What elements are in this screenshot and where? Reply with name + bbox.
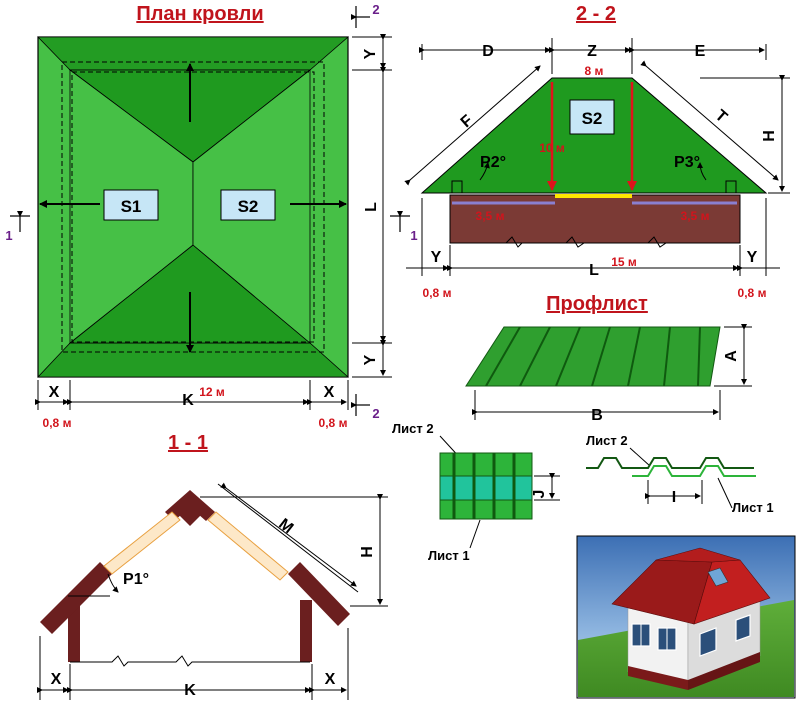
section22-s2-box [569,99,615,135]
section22-height-value: 10 м [539,141,565,155]
section22-left-run: 3,5 м [476,209,505,223]
section22-top-dimension [419,38,767,74]
section11-h-label: H [359,546,376,558]
section22-e-label: E [695,43,706,60]
section22-t-label: T [712,107,731,126]
section11-m-label: M [275,516,296,538]
sheet1-leader-b [717,477,733,509]
profile-a-label: A [723,350,740,362]
section22-h-label: H [761,130,778,142]
profile-i-dimension [645,480,703,504]
profile-j-dimension [534,473,560,501]
profile-a-dimension [714,324,752,387]
profile-b-dimension [472,390,721,420]
section11-bottom-dimension [37,628,349,700]
cut2-top-label: 2 [372,2,379,17]
cut1-left-label: 1 [5,228,12,243]
overlap-sheets-front [439,452,533,520]
section22-d-label: D [482,43,494,60]
plan-x-right-value: 0,8 м [319,416,348,430]
section11-h-dimension [200,494,388,607]
sheet1-leader-a [469,519,481,549]
profile-sheet-drawing [465,326,721,387]
section11-title: 1 - 1 [168,432,208,454]
plan-right-dimension [352,34,392,378]
house-3d-render [576,535,796,699]
section11-m-line [220,482,357,587]
profile-sheet2-label-b: Лист 2 [586,433,628,448]
plan-x-left-label: X [49,384,60,401]
plan-y-top-label: Y [362,48,379,59]
plan-s1-box [103,189,159,221]
profile-i-label: I [672,489,676,506]
profile-sheet1-label-a: Лист 1 [428,548,470,563]
plan-s1-label: S1 [121,197,142,216]
section22-z-label: Z [587,43,597,60]
section22-t-line [640,60,779,181]
section11-k-label: K [184,682,196,699]
plan-k-value: 12 м [199,385,225,399]
section-2-cut-markers [351,6,370,416]
section22-f-line [404,65,541,186]
section11-drawing [40,490,350,667]
section22-height-dimension [700,75,790,194]
cut2-bottom-label: 2 [372,406,379,421]
section22-title: 2 - 2 [576,3,616,25]
plan-k-label: K [182,392,194,409]
profile-b-label: B [591,407,603,424]
overlap-sheets-profile [586,457,756,477]
section22-bottom-dimension [406,198,780,276]
section11-x-right-label: X [325,671,336,688]
section22-l-label: L [589,262,599,279]
section22-l-value: 15 м [611,255,637,269]
roof-plan [37,36,350,378]
section22-top-value: 8 м [585,64,604,78]
plan-x-right-label: X [324,384,335,401]
section22-y-left-value: 0,8 м [423,286,452,300]
section22-y-left-label: Y [431,249,442,266]
section-1-cut-markers [10,211,410,232]
profile-sheet1-label-b: Лист 1 [732,500,774,515]
section22-s2-label: S2 [582,109,603,128]
section22-f-label: F [458,112,477,131]
sheet2-leader-b [629,447,651,467]
plan-x-left-value: 0,8 м [43,416,72,430]
plan-y-bottom-label: Y [362,354,379,365]
plan-title: План кровли [136,3,263,25]
section22-y-right-label: Y [747,249,758,266]
section22-p2-label: P2° [480,154,506,171]
profile-j-label: J [531,490,548,499]
section22-p3-label: P3° [674,154,700,171]
plan-l-label: L [363,202,380,212]
plan-s2-box [220,189,276,221]
cut1-right-label: 1 [410,228,417,243]
plan-bottom-dimension [35,380,349,410]
section22-y-right-value: 0,8 м [738,286,767,300]
section11-p1-label: P1° [123,571,149,588]
section11-x-left-label: X [51,671,62,688]
plan-s2-label: S2 [238,197,259,216]
profile-title: Профлист [546,293,648,315]
profile-sheet2-label-a: Лист 2 [392,421,434,436]
section22-right-run: 3,5 м [681,209,710,223]
